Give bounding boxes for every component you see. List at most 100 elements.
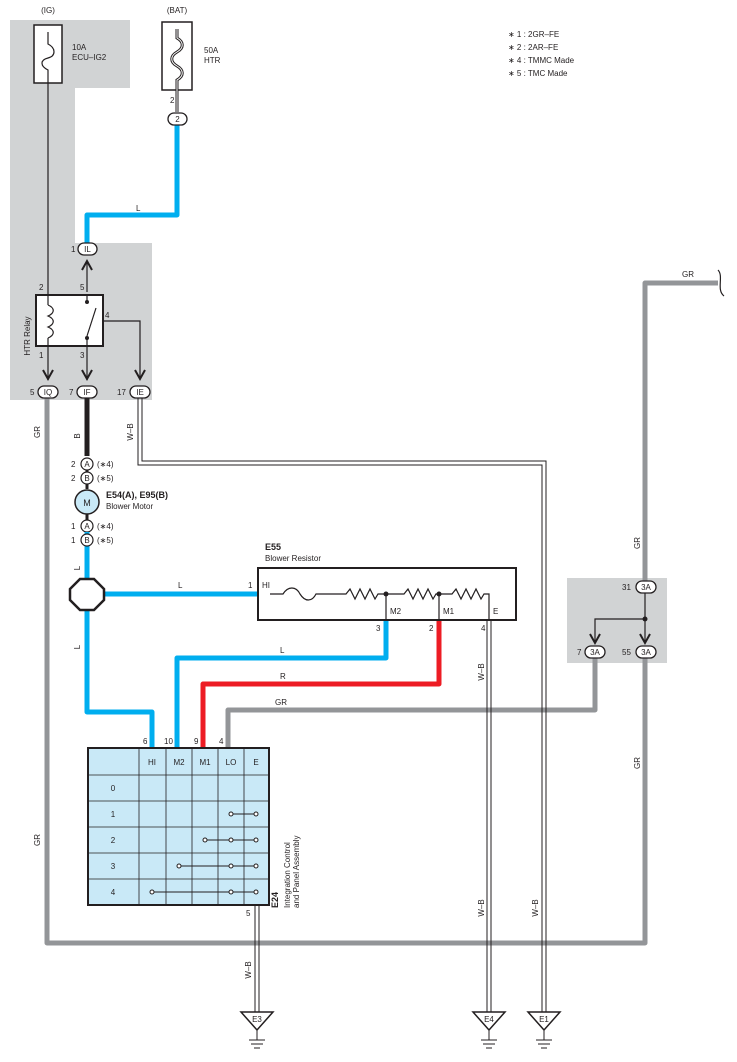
resistor-ref: E55	[265, 542, 281, 552]
ie-pin-number: 17	[117, 388, 126, 397]
wire-label-gr: GR	[275, 698, 287, 707]
panel-ref: E24	[270, 892, 280, 908]
connector-arrow-icon	[134, 369, 146, 382]
wire-label-wb: W–B	[126, 423, 135, 440]
wire-l-m2	[174, 620, 389, 748]
ig-fuse-name: ECU–IG2	[72, 53, 107, 62]
fuse-icon	[41, 32, 55, 90]
ig-fuse-rating: 10A	[72, 43, 87, 52]
legend-item: ∗ 4 : TMMC Made	[508, 56, 575, 65]
legend: ∗ 1 : 2GR–FE ∗ 2 : 2AR–FE ∗ 4 : TMMC Mad…	[508, 30, 575, 78]
blower-resistor: E55 Blower Resistor 1 HI M2 M1 E 3 2 4	[248, 542, 517, 633]
relay-pin: 4	[105, 311, 110, 320]
svg-text:HI: HI	[148, 758, 156, 767]
integration-control-panel: 6 10 9 4 HI M2 M1 LO E 0 1 2 3 4	[87, 737, 301, 918]
relay-pin: 5	[80, 283, 85, 292]
iq-connector	[37, 385, 59, 399]
relay-label: HTR Relay	[23, 316, 32, 355]
svg-text:3A: 3A	[641, 648, 651, 657]
connector-arrow-icon	[81, 258, 93, 271]
svg-text:(∗5): (∗5)	[97, 536, 114, 545]
if-pin-number: 7	[69, 388, 74, 397]
legend-item: ∗ 2 : 2AR–FE	[508, 43, 558, 52]
resistor-icon	[270, 587, 490, 620]
svg-text:9: 9	[194, 737, 199, 746]
svg-text:4: 4	[219, 737, 224, 746]
svg-text:1: 1	[248, 581, 253, 590]
wire-gr-iq-ground-loop	[44, 395, 648, 946]
htr-relay: HTR Relay 2 5 4 1 3	[23, 283, 146, 382]
wire-gr-upper-right	[642, 280, 718, 590]
svg-text:1: 1	[71, 536, 76, 545]
wire-wb-ie-inner	[141, 398, 547, 1012]
svg-text:4: 4	[111, 888, 116, 897]
ig-fuse: (IG) 10A ECU–IG2	[33, 6, 107, 295]
ig-source-label: (IG)	[41, 6, 55, 15]
svg-text:IE: IE	[136, 388, 144, 397]
wire-label-gr: GR	[633, 537, 642, 549]
ground-icon	[526, 1011, 562, 1032]
svg-text:M2: M2	[173, 758, 185, 767]
wire-l-to-panel-hi	[84, 610, 155, 748]
svg-text:31: 31	[622, 583, 631, 592]
connector-arrow-icon	[42, 369, 54, 382]
resistor-name: Blower Resistor	[265, 554, 321, 563]
svg-text:(∗4): (∗4)	[97, 522, 114, 531]
svg-text:4: 4	[481, 624, 486, 633]
svg-text:3: 3	[376, 624, 381, 633]
il-connector	[77, 242, 98, 256]
svg-text:2: 2	[71, 474, 76, 483]
svg-text:3A: 3A	[590, 648, 600, 657]
wire-l-bat-to-relay	[84, 125, 180, 244]
wire-label-wb: W–B	[477, 899, 486, 916]
ground-icon	[471, 1011, 507, 1032]
svg-text:LO: LO	[226, 758, 237, 767]
bat-connector	[167, 112, 188, 126]
svg-text:A: A	[84, 460, 90, 469]
ground-e3: E3	[239, 1011, 275, 1049]
svg-text:M1: M1	[199, 758, 211, 767]
svg-text:1: 1	[111, 810, 116, 819]
svg-text:2: 2	[429, 624, 434, 633]
svg-text:E1: E1	[539, 1015, 549, 1024]
motor-connector-b	[80, 533, 94, 547]
svg-text:(∗4): (∗4)	[97, 460, 114, 469]
svg-text:IL: IL	[84, 245, 91, 254]
svg-text:55: 55	[622, 648, 631, 657]
iq-pin-number: 5	[30, 388, 35, 397]
bat-fuse: (BAT) 50A HTR 2 2	[161, 6, 221, 126]
ig-fuse-area-lower	[10, 88, 75, 243]
ig-fuse-area	[10, 20, 130, 88]
wire-wb-ie-outer	[137, 398, 543, 1012]
svg-text:2: 2	[175, 115, 180, 124]
svg-text:HI: HI	[262, 581, 270, 590]
svg-text:E3: E3	[252, 1015, 262, 1024]
svg-text:1: 1	[71, 522, 76, 531]
svg-text:M2: M2	[390, 607, 402, 616]
connector-3a	[635, 580, 657, 594]
svg-text:7: 7	[577, 648, 582, 657]
svg-text:2: 2	[111, 836, 116, 845]
connector-arrow-icon	[589, 633, 601, 646]
break-mark-icon	[717, 269, 725, 297]
relay-pin: 1	[39, 351, 44, 360]
wire-label-wb: W–B	[477, 663, 486, 680]
svg-text:E: E	[493, 607, 498, 616]
wire-label-gr: GR	[682, 270, 694, 279]
wire-label-l: L	[280, 646, 285, 655]
ground-icon	[239, 1011, 275, 1032]
connector-arrow-icon	[81, 369, 93, 382]
svg-text:3A: 3A	[641, 583, 651, 592]
ie-connector	[129, 385, 151, 399]
svg-text:A: A	[84, 522, 90, 531]
svg-text:IF: IF	[83, 388, 90, 397]
connector-3a	[635, 645, 657, 659]
wire-label-gr: GR	[33, 426, 42, 438]
svg-text:E4: E4	[484, 1015, 494, 1024]
wire-label-wb: W–B	[531, 899, 540, 916]
svg-text:2: 2	[71, 460, 76, 469]
wire-label-gr: GR	[33, 834, 42, 846]
panel-name: and Panel Assembly	[292, 836, 301, 909]
bat-source-label: (BAT)	[167, 6, 188, 15]
